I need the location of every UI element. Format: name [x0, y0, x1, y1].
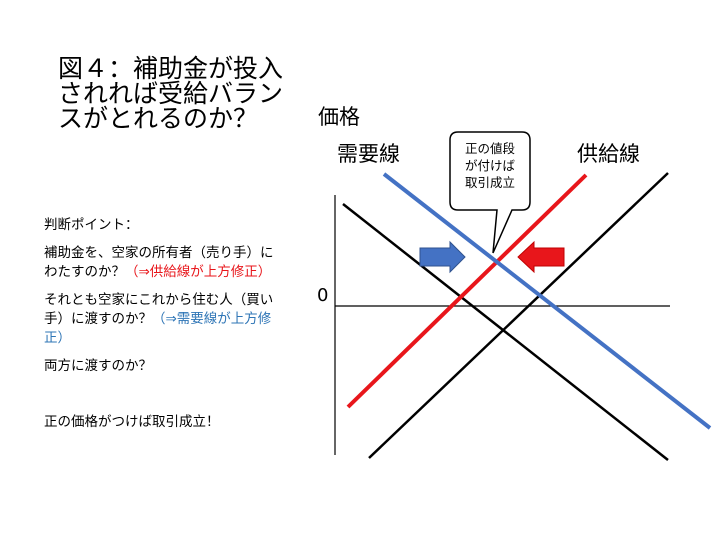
supply-line-label: 供給線: [577, 142, 640, 166]
slide-title: 図４：補助金が投入 されれば受給バラン スがとれるのか？: [58, 56, 298, 131]
note-conclusion: 正の価格がつけば取引成立！: [44, 414, 220, 430]
note-point-2-highlight: （⇒需要線が上方修正）: [44, 311, 272, 346]
zero-label: 0: [317, 285, 329, 306]
slide-title-line-1: 図４：補助金が投入: [58, 54, 284, 83]
slide-title-line-3: スがとれるのか？: [58, 104, 259, 133]
note-point-2-text: それとも空家にこれから住む人（買い手）に渡すのか？: [44, 292, 274, 327]
notes-panel: 判断ポイント： 補助金を、空家の所有者（売り手）にわたすのか？（⇒供給線が上方修…: [44, 216, 284, 441]
callout-line-3: 取引成立: [464, 175, 515, 190]
callout-box: [449, 131, 531, 254]
note-point-2: それとも空家にこれから住む人（買い手）に渡すのか？（⇒需要線が上方修正）: [44, 291, 284, 348]
shifted-supply-line: [346, 173, 588, 409]
original-supply-line: [368, 172, 669, 459]
y-axis-label: 価格: [318, 105, 360, 129]
demand-line-label: 需要線: [337, 142, 400, 166]
callout-text: 正の値段 が付けば 取引成立: [452, 140, 528, 191]
callout-line-2: が付けば: [464, 158, 515, 173]
note-point-1-text: 補助金を、空家の所有者（売り手）にわたすのか？: [44, 245, 274, 280]
note-point-3: 両方に渡すのか？: [44, 358, 152, 374]
shifted-demand-line: [382, 172, 712, 430]
red-arrow-icon: [517, 240, 565, 274]
original-demand-line: [342, 203, 669, 461]
blue-arrow-icon: [419, 240, 466, 274]
note-point-1-highlight: （⇒供給線が上方修正）: [125, 264, 272, 280]
slide-title-line-2: されれば受給バラン: [58, 79, 284, 108]
note-point-1: 補助金を、空家の所有者（売り手）にわたすのか？（⇒供給線が上方修正）: [44, 244, 284, 282]
notes-heading: 判断ポイント：: [44, 217, 139, 233]
callout-line-1: 正の値段: [464, 141, 515, 156]
